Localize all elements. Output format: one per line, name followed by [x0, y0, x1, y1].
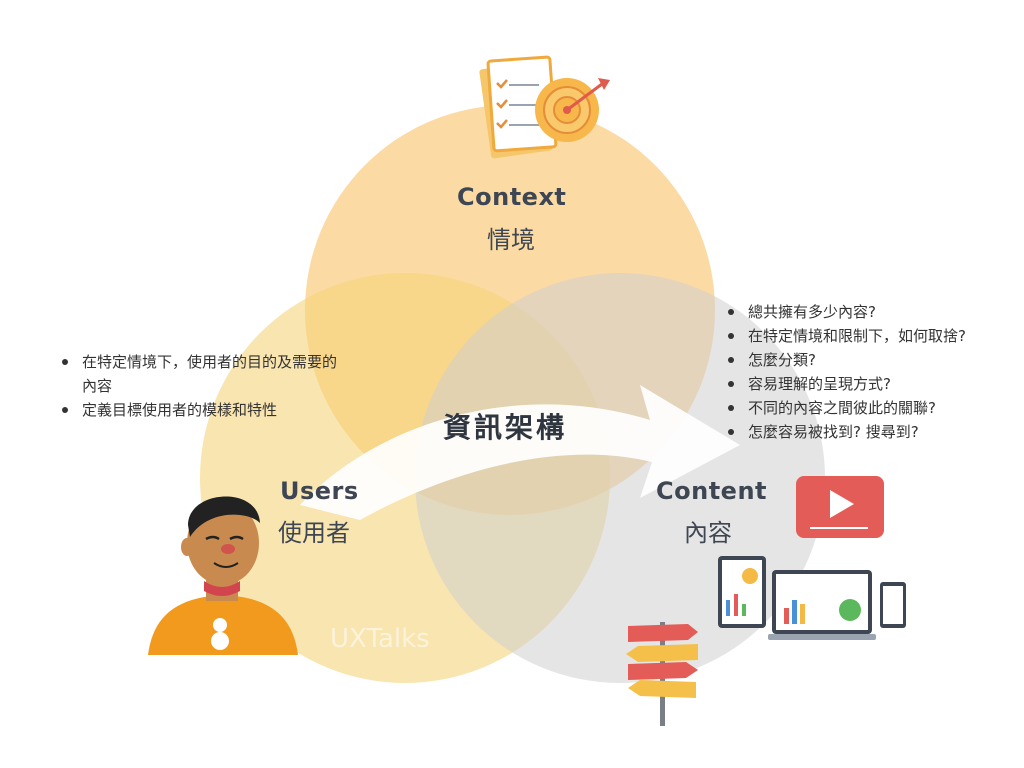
devices-icon — [718, 556, 906, 640]
context-title: Context — [457, 183, 567, 211]
flow-arrow — [300, 385, 740, 520]
information-architecture-label: 資訊架構 — [443, 411, 568, 444]
content-note: 容易理解的呈現方式? — [724, 372, 1019, 396]
watermark: UXTalks — [330, 624, 430, 654]
users-title: Users — [280, 477, 359, 505]
content-notes-list: 總共擁有多少內容? 在特定情境和限制下，如何取捨? 怎麼分類? 容易理解的呈現方… — [724, 300, 1019, 444]
target-icon — [535, 78, 610, 142]
signpost-icon — [626, 622, 698, 726]
person-illustration — [148, 496, 298, 655]
content-subtitle: 內容 — [684, 519, 732, 547]
content-note: 不同的內容之間彼此的關聯? — [724, 396, 1019, 420]
video-play-icon — [796, 476, 884, 538]
content-note: 怎麼容易被找到? 搜尋到? — [724, 420, 1019, 444]
users-note: 在特定情境下，使用者的目的及需要的內容 — [58, 350, 338, 398]
users-notes-list: 在特定情境下，使用者的目的及需要的內容 定義目標使用者的模樣和特性 — [58, 350, 338, 422]
content-note: 在特定情境和限制下，如何取捨? — [724, 324, 1019, 348]
content-note: 總共擁有多少內容? — [724, 300, 1019, 324]
content-note: 怎麼分類? — [724, 348, 1019, 372]
context-subtitle: 情境 — [487, 226, 535, 254]
users-note: 定義目標使用者的模樣和特性 — [58, 398, 338, 422]
checklist-icon — [479, 55, 558, 159]
content-title: Content — [656, 477, 767, 505]
users-subtitle: 使用者 — [278, 519, 350, 547]
